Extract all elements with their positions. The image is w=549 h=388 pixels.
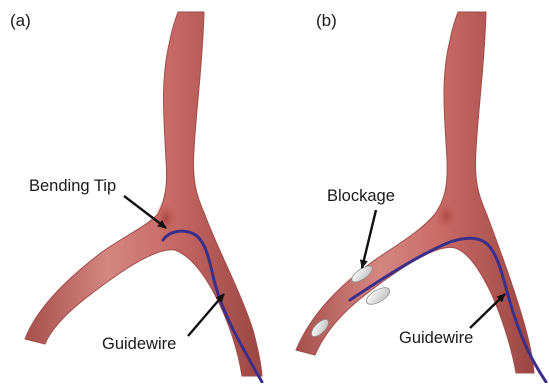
guidewire-a-label: Guidewire <box>102 336 176 353</box>
arrow-blockage <box>362 210 376 268</box>
panel-a <box>25 12 262 382</box>
vessel-bulge-a <box>154 202 178 234</box>
panel-a-label: (a) <box>10 12 31 29</box>
bending-tip-label: Bending Tip <box>29 178 116 195</box>
vessel-bulge-b <box>435 201 457 231</box>
panel-b-label: (b) <box>316 12 337 29</box>
guidewire-b-label: Guidewire <box>399 330 473 347</box>
arrow-guidewire-a <box>188 294 224 336</box>
blockage-label: Blockage <box>327 188 395 205</box>
